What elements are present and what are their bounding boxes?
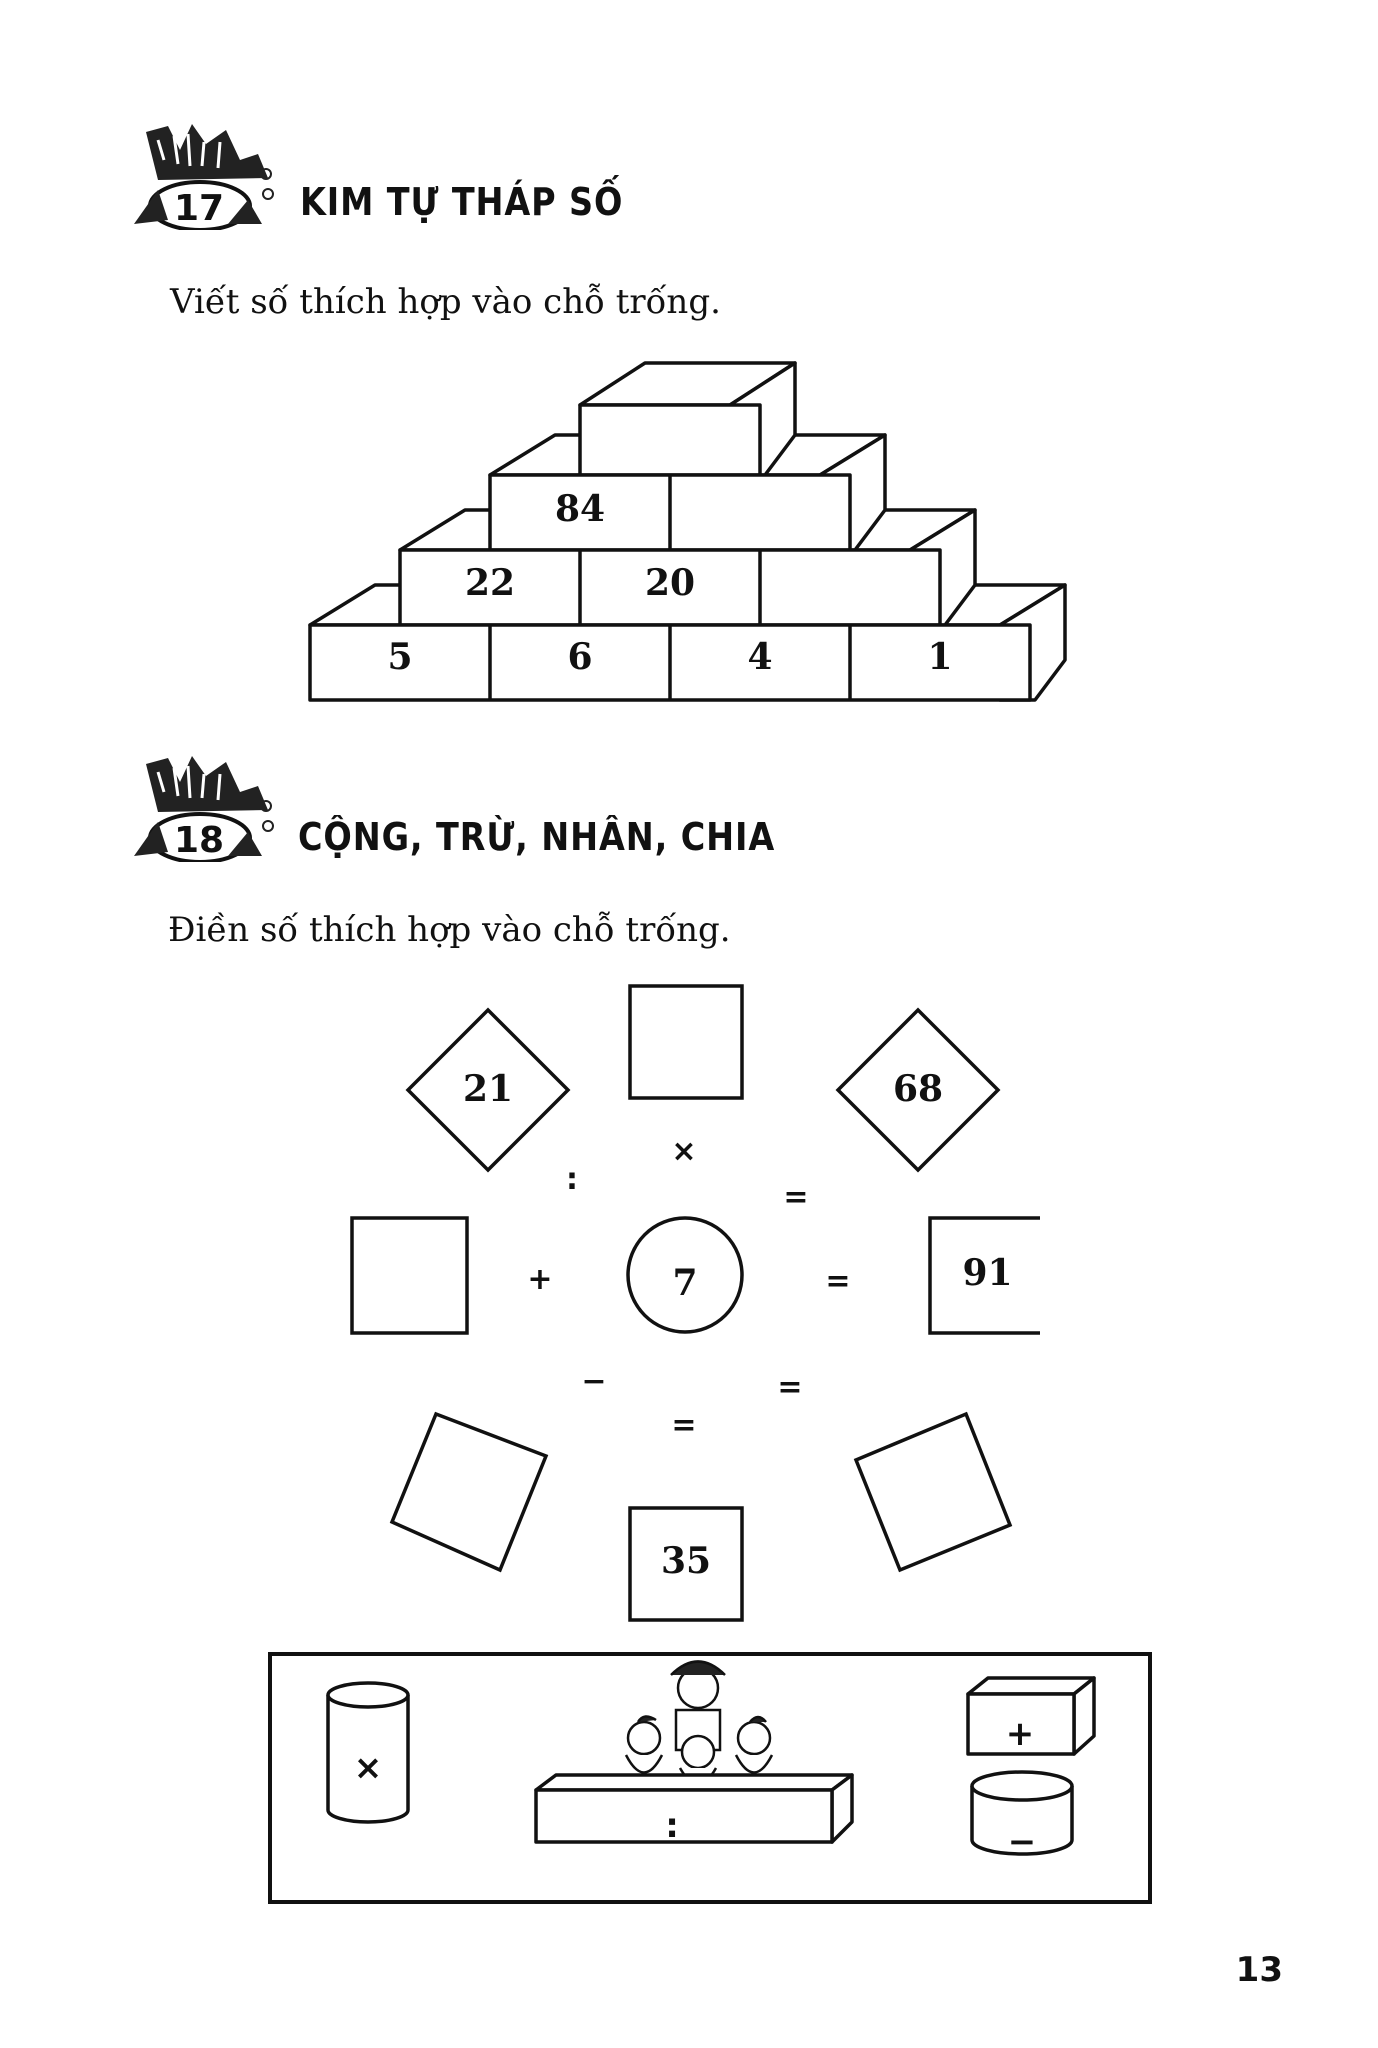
plus-operator: + — [527, 1262, 553, 1297]
pyramid-row4-cell-3: 4 — [747, 636, 773, 678]
operation-legend-box — [268, 1652, 1152, 1904]
section-18-title: CỘNG, TRỪ, NHÂN, CHIA — [298, 815, 776, 859]
section-17-instruction: Viết số thích hợp vào chỗ trống. — [170, 282, 721, 322]
badge-banner-icon — [134, 124, 274, 230]
pyramid-row3-cell-2: 20 — [644, 562, 696, 604]
section-17-badge: 17 — [128, 120, 278, 230]
multiply-operator: × — [671, 1134, 697, 1169]
drum-shape — [970, 1770, 1074, 1856]
long-block-shape — [534, 1773, 854, 1844]
section-17-number: 17 — [173, 188, 225, 229]
equals-operator-bottom: = — [671, 1408, 697, 1443]
top-left-diamond-value: 21 — [462, 1068, 514, 1110]
pyramid-row4-cell-2: 6 — [567, 636, 593, 678]
equals-operator-top: = — [783, 1180, 809, 1215]
section-17-title: KIM TỰ THÁP SỐ — [300, 180, 624, 224]
divide-operator: : — [566, 1162, 578, 1197]
legend-cylinder-operator: × — [353, 1748, 383, 1788]
badge-banner-icon — [134, 756, 274, 862]
pyramid-row4-cell-4: 1 — [927, 636, 953, 678]
top-right-diamond-value: 68 — [892, 1068, 944, 1110]
legend-drum-operator: − — [1007, 1822, 1037, 1862]
pyramid-row3-cell-1: 22 — [464, 562, 516, 604]
equals-operator-middle: = — [825, 1264, 851, 1299]
center-circle-value: 7 — [672, 1262, 698, 1304]
operation-puzzle — [350, 984, 1040, 1622]
section-18-instruction: Điền số thích hợp vào chỗ trống. — [168, 910, 731, 950]
minus-operator: − — [581, 1364, 607, 1399]
equals-operator-lower-right: = — [777, 1370, 803, 1405]
cylinder-shape — [326, 1681, 410, 1824]
section-18-badge: 18 — [128, 752, 278, 862]
legend-box-operator: + — [1005, 1714, 1035, 1754]
legend-long-block-operator: : — [665, 1806, 679, 1846]
bottom-square-value: 35 — [660, 1540, 712, 1582]
brick-pyramid — [308, 361, 1067, 702]
page-number: 13 — [1235, 1950, 1283, 1990]
box-shape — [966, 1676, 1096, 1756]
pyramid-row2-cell-1: 84 — [554, 488, 606, 530]
pyramid-row4-cell-1: 5 — [387, 636, 413, 678]
right-square-value: 91 — [962, 1252, 1013, 1294]
section-18-number: 18 — [173, 820, 225, 861]
